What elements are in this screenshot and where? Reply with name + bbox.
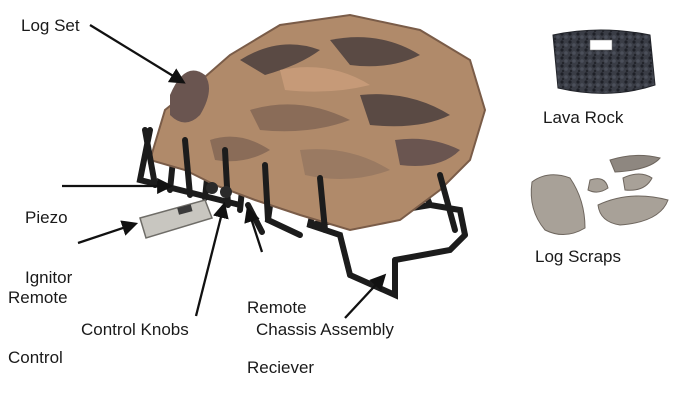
label-remote-reciever-line2: Reciever bbox=[247, 358, 314, 378]
label-remote-control: Remote Control bbox=[8, 248, 68, 408]
diagram-artwork bbox=[0, 0, 686, 346]
diagram: Log Set Piezo Ignitor Remote Control Rem… bbox=[0, 0, 686, 346]
label-control-knobs: Control Knobs bbox=[81, 320, 189, 340]
remote-control bbox=[140, 200, 212, 238]
label-remote-control-line1: Remote bbox=[8, 288, 68, 308]
label-remote-reciever-line1: Remote bbox=[247, 298, 314, 318]
label-chassis-assembly: Chassis Assembly bbox=[256, 320, 394, 340]
label-log-set: Log Set bbox=[21, 16, 80, 36]
arrow-remote-control bbox=[78, 224, 135, 243]
label-log-scraps: Log Scraps bbox=[535, 247, 621, 267]
label-lava-rock: Lava Rock bbox=[543, 108, 623, 128]
log-scraps bbox=[531, 155, 668, 234]
lava-rock bbox=[553, 30, 655, 93]
arrow-log-set bbox=[90, 25, 183, 82]
label-remote-control-line2: Control bbox=[8, 348, 68, 368]
label-piezo-line1: Piezo bbox=[25, 208, 72, 228]
